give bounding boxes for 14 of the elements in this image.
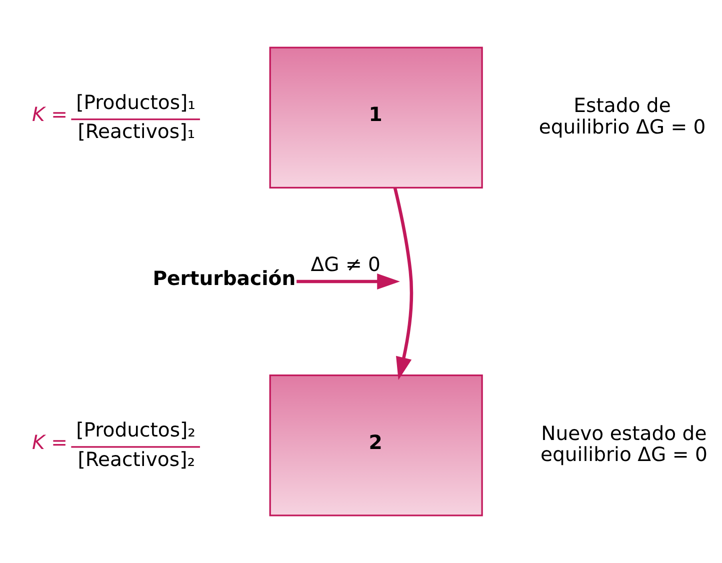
node-box: 1 — [269, 46, 483, 189]
node-text: Perturbación — [152, 266, 296, 290]
node-label: [Productos]₂ — [76, 418, 196, 442]
node-label: Nuevo estado de equilibrio ΔG = 0 — [540, 422, 708, 466]
node-label: [Reactivos]₁ — [78, 120, 196, 144]
node-label: [Productos]₁ — [76, 90, 196, 114]
node-label: K = — [32, 430, 68, 454]
arrow — [296, 274, 400, 290]
arrow — [393, 188, 414, 380]
node-label: Estado de equilibrio ΔG = 0 — [538, 94, 706, 138]
node-label: [Reactivos]₂ — [78, 448, 196, 471]
node-box: 2 — [269, 374, 483, 516]
edge-label: ΔG ≠ 0 — [310, 253, 381, 276]
node-label: K = — [32, 103, 68, 126]
